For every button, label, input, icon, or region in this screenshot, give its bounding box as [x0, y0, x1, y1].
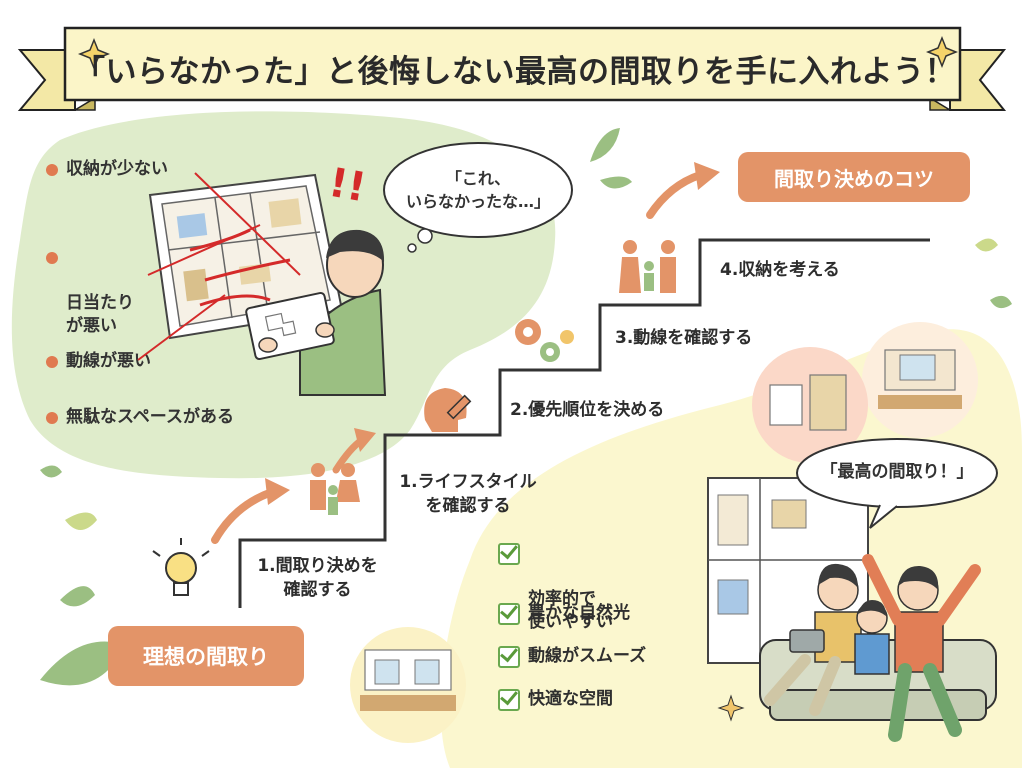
- check-icon: [498, 603, 520, 625]
- checklist-item: 動線がスムーズ: [498, 645, 646, 668]
- problem-item: 日当たり が悪い: [46, 246, 134, 338]
- arrow-icon: [646, 171, 704, 219]
- staircase-line: [238, 238, 930, 608]
- room-circle-illustration: [752, 347, 868, 463]
- bullet-dot: [46, 412, 58, 424]
- step-label: 4.収納を考える: [720, 260, 840, 280]
- exclamation-text: !!: [325, 160, 369, 212]
- family-icon: [310, 463, 360, 515]
- ideal-badge: 理想の間取り: [108, 626, 304, 686]
- title-banner: [17, 26, 1007, 111]
- speech-bubble: [796, 438, 998, 529]
- check-icon: [498, 543, 520, 565]
- check-icon: [498, 689, 520, 711]
- step-label: 1.間取り決めを 確認する: [257, 556, 378, 600]
- family-icon: [619, 240, 676, 293]
- lightbulb-icon: [152, 538, 210, 596]
- bullet-dot: [46, 356, 58, 368]
- step-label: 2.優先順位を決める: [510, 400, 665, 420]
- sparkle-icon: [925, 35, 959, 69]
- problem-item: 動線が悪い: [46, 350, 151, 373]
- gear-icon: [515, 319, 574, 362]
- tips-badge: 間取り決めのコツ: [738, 152, 970, 202]
- step-label: 3.動線を確認する: [615, 328, 753, 348]
- arrow-icon: [211, 488, 276, 544]
- room-circle-illustration: [862, 322, 978, 438]
- checklist-item: 豊かな自然光: [498, 602, 630, 625]
- check-icon: [498, 646, 520, 668]
- regret-bubble-text: 「これ、 いらなかったな…」: [405, 169, 550, 211]
- best-bubble-text: 「最高の間取り！」: [820, 462, 974, 482]
- bullet-dot: [46, 252, 58, 264]
- step-label: 1.ライフスタイル を確認する: [399, 472, 537, 516]
- page-title: 「いらなかった」と後悔しない最高の間取りを手に入れよう！: [74, 53, 956, 90]
- checklist-item: 快適な空間: [498, 688, 613, 711]
- floor-plan-illustration: [137, 172, 344, 361]
- man-illustration: [245, 229, 387, 396]
- thought-bubble: [383, 142, 573, 253]
- problem-item: 無駄なスペースがある: [46, 406, 234, 429]
- head-pencil-icon: [424, 388, 472, 432]
- family-illustration: [764, 554, 981, 742]
- bullet-dot: [46, 164, 58, 176]
- exclamation-icon: !!: [325, 160, 369, 212]
- checklist-item: 効率的で 使いやすい: [498, 542, 613, 634]
- room-circle-illustration: [350, 627, 466, 743]
- leaf-icon: [40, 128, 1012, 686]
- sparkle-icon: [77, 37, 111, 71]
- problem-item: 収納が少ない: [46, 158, 168, 181]
